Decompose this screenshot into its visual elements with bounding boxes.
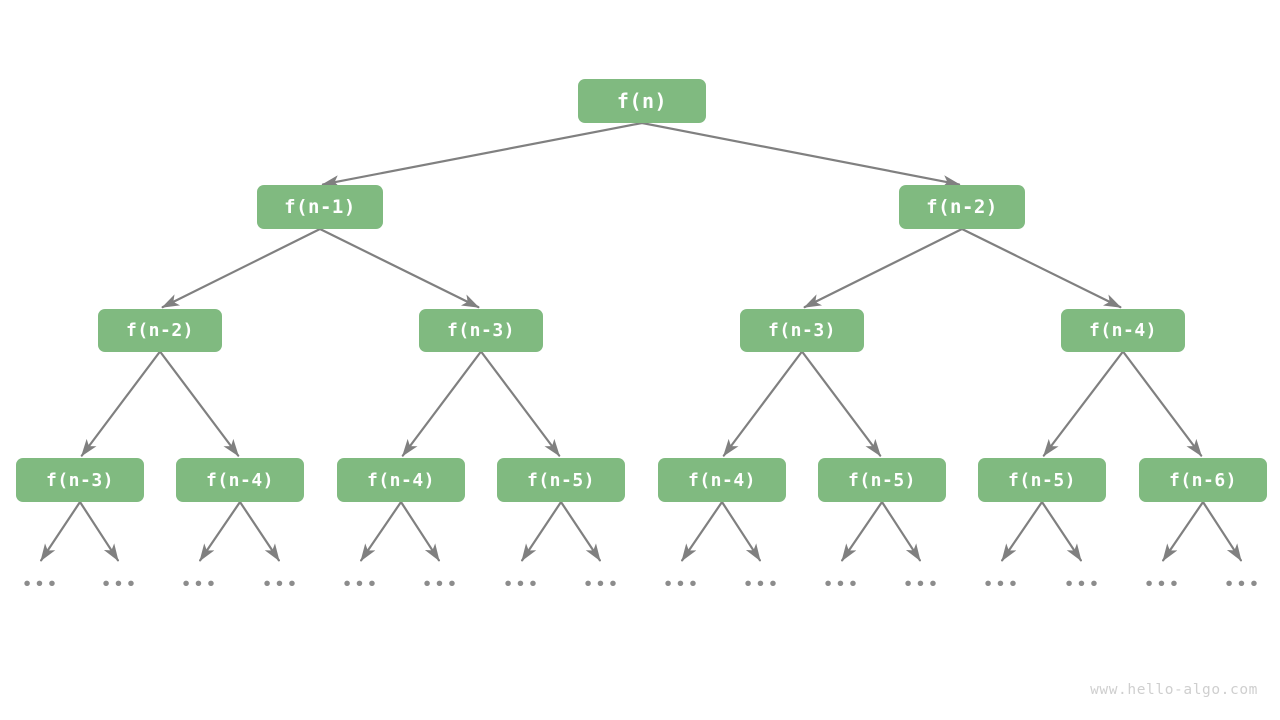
tree-edge-leaf xyxy=(841,500,884,562)
ellipsis-marker: ••• xyxy=(582,573,620,596)
tree-edge-leaf xyxy=(559,500,601,562)
ellipsis-marker: ••• xyxy=(662,573,700,596)
tree-node: f(n-3) xyxy=(16,458,144,502)
tree-node-label: f(n-3) xyxy=(45,469,115,491)
tree-edge-leaf xyxy=(720,500,762,562)
ellipsis-marker: ••• xyxy=(742,573,780,596)
tree-node-label: f(n) xyxy=(616,89,668,113)
tree-node: f(n) xyxy=(578,79,706,123)
ellipsis-marker: ••• xyxy=(21,573,59,596)
ellipsis-marker: ••• xyxy=(100,573,138,596)
tree-node-label: f(n-5) xyxy=(526,469,596,491)
tree-node: f(n-4) xyxy=(176,458,304,502)
ellipsis-marker: ••• xyxy=(180,573,218,596)
tree-edge-leaf xyxy=(238,500,280,562)
tree-edge-leaf xyxy=(399,500,441,562)
tree-edge xyxy=(401,350,483,457)
tree-node-label: f(n-3) xyxy=(446,319,516,341)
tree-edge-leaf xyxy=(1040,500,1082,562)
tree-edge xyxy=(640,121,961,188)
tree-edge xyxy=(722,350,804,457)
tree-edge-leaf xyxy=(880,500,922,562)
tree-edge xyxy=(1121,350,1203,457)
tree-node-label: f(n-1) xyxy=(284,196,356,218)
tree-node: f(n-3) xyxy=(740,308,864,352)
tree-node-label: f(n-4) xyxy=(205,469,275,491)
ellipsis-marker: ••• xyxy=(261,573,299,596)
tree-edge xyxy=(1042,350,1125,457)
tree-node: f(n-2) xyxy=(98,308,222,352)
tree-edge-leaf xyxy=(521,500,563,562)
watermark-label: www.hello-algo.com xyxy=(1090,682,1258,698)
tree-edge xyxy=(158,350,240,457)
tree-node: f(n-1) xyxy=(257,185,383,229)
tree-edge xyxy=(318,227,480,309)
tree-node-label: f(n-5) xyxy=(1007,469,1077,491)
tree-node: f(n-2) xyxy=(899,185,1025,229)
tree-node: f(n-4) xyxy=(658,458,786,502)
ellipsis-marker: ••• xyxy=(902,573,940,596)
tree-edge-leaf xyxy=(360,500,403,562)
tree-node-label: f(n-4) xyxy=(366,469,436,491)
ellipsis-marker: ••• xyxy=(502,573,540,596)
ellipsis-marker: ••• xyxy=(1063,573,1101,596)
tree-node-label: f(n-3) xyxy=(767,319,837,341)
tree-edge-leaf xyxy=(1201,500,1243,562)
tree-edge-leaf xyxy=(40,500,82,562)
tree-edge-leaf xyxy=(1001,500,1044,562)
tree-edge xyxy=(803,227,964,309)
tree-edge-leaf xyxy=(78,500,120,562)
tree-node: f(n-5) xyxy=(818,458,946,502)
ellipsis-marker: ••• xyxy=(341,573,379,596)
tree-node: f(n-5) xyxy=(497,458,625,502)
tree-edge xyxy=(321,121,644,188)
tree-edge-leaf xyxy=(681,500,724,562)
ellipsis-marker: ••• xyxy=(982,573,1020,596)
ellipsis-marker: ••• xyxy=(421,573,459,596)
tree-node: f(n-5) xyxy=(978,458,1106,502)
tree-node-label: f(n-6) xyxy=(1168,469,1238,491)
tree-node-label: f(n-4) xyxy=(1088,319,1158,341)
tree-node: f(n-4) xyxy=(337,458,465,502)
tree-edge xyxy=(479,350,561,457)
tree-edge xyxy=(80,350,162,457)
tree-edge xyxy=(960,227,1122,309)
tree-node-label: f(n-4) xyxy=(687,469,757,491)
tree-edge-leaf xyxy=(199,500,242,562)
tree-edge xyxy=(800,350,882,457)
tree-edge-leaf xyxy=(1162,500,1205,562)
tree-node-label: f(n-5) xyxy=(847,469,917,491)
ellipsis-marker: ••• xyxy=(1143,573,1181,596)
tree-edge xyxy=(161,227,322,309)
tree-node: f(n-3) xyxy=(419,308,543,352)
tree-node-label: f(n-2) xyxy=(926,196,998,218)
ellipsis-marker: ••• xyxy=(822,573,860,596)
ellipsis-marker: ••• xyxy=(1223,573,1261,596)
tree-node-label: f(n-2) xyxy=(125,319,195,341)
tree-node: f(n-4) xyxy=(1061,308,1185,352)
tree-node: f(n-6) xyxy=(1139,458,1267,502)
